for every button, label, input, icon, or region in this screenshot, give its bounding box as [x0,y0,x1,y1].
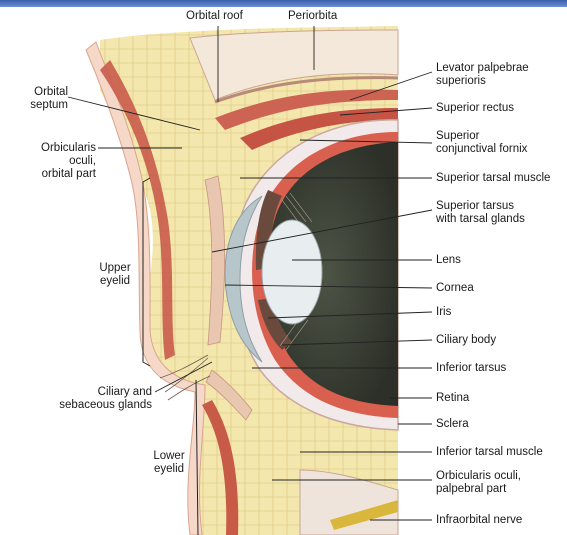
label-superior-tarsal-muscle: Superior tarsal muscle [436,172,550,185]
label-orbital-roof: Orbital roof [186,10,243,23]
label-periorbita: Periorbita [288,10,337,23]
label-inferior-tarsal-muscle: Inferior tarsal muscle [436,446,543,459]
label-orbicularis-palpebral: Orbicularis oculi,palpebral part [436,470,521,496]
label-lens: Lens [436,254,461,267]
label-sclera: Sclera [436,418,469,431]
label-cornea: Cornea [436,282,474,295]
label-infraorbital-nerve: Infraorbital nerve [436,514,522,527]
label-retina: Retina [436,392,469,405]
label-iris: Iris [436,306,451,319]
label-ciliary-body: Ciliary body [436,334,496,347]
lens [262,220,322,324]
label-superior-rectus: Superior rectus [436,102,514,115]
label-inferior-tarsus: Inferior tarsus [436,362,506,375]
